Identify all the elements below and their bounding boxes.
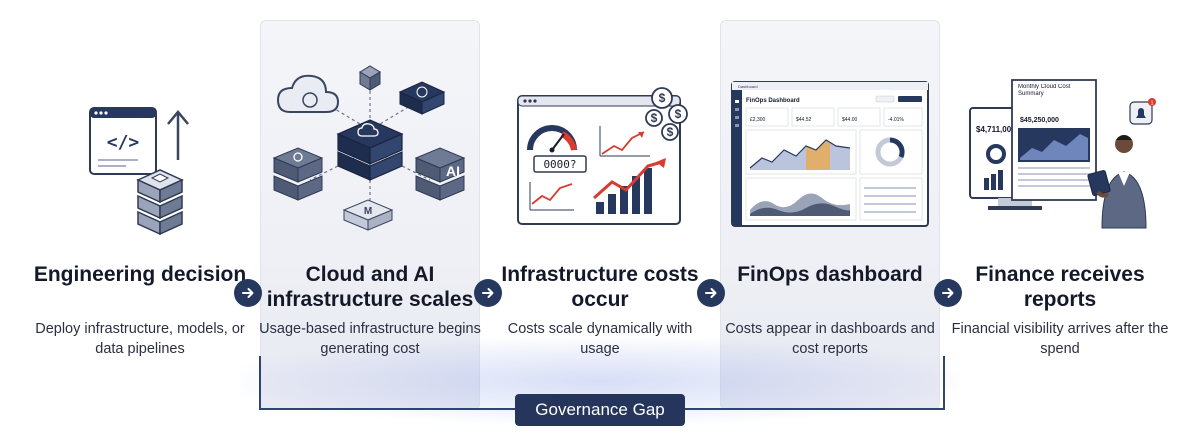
step-title: Finance receives reports [940, 262, 1180, 312]
svg-text:AI: AI [446, 163, 460, 179]
svg-text:0000?: 0000? [543, 158, 576, 171]
wave-chart-panel [746, 178, 856, 220]
cloud-icon [278, 76, 338, 112]
svg-text:1: 1 [1150, 101, 1153, 107]
central-cloud-server-icon [338, 120, 402, 180]
gear-server-icon [274, 148, 322, 200]
svg-text:$45,250,000: $45,250,000 [1020, 117, 1059, 124]
svg-text:-4.01%: -4.01% [888, 117, 904, 123]
svg-text:$4,711,000: $4,711,000 [976, 125, 1016, 134]
ai-chip-icon: AI [416, 148, 464, 200]
governance-gap-label: Governance Gap [515, 394, 685, 426]
step-finance-reports: $4,711,000 Monthly Cloud Cost Summary $4… [940, 0, 1180, 433]
list-panel [860, 178, 922, 220]
donut-chart-panel [860, 130, 922, 174]
step-description: Financial visibility arrives after the s… [940, 319, 1180, 359]
svg-text:$: $ [651, 111, 658, 125]
step-title: FinOps dashboard [710, 262, 950, 287]
step-engineering-decision: </> Engineering decision Deploy infrastr… [20, 0, 260, 433]
finops-dashboard-illustration: Dashboard FinOps Dashboard £2,300 $44.52… [710, 50, 950, 250]
svg-text:FinOps Dashboard: FinOps Dashboard [746, 98, 800, 104]
bell-notification-icon: 1 [1130, 98, 1156, 124]
step-description: Costs appear in dashboards and cost repo… [710, 319, 950, 359]
svg-text:$: $ [659, 91, 666, 105]
svg-text:$: $ [667, 125, 674, 139]
step-title: Engineering decision [20, 262, 260, 287]
step-description: Deploy infrastructure, models, or data p… [20, 319, 260, 359]
report-document: Monthly Cloud Cost Summary $45,250,000 [1012, 80, 1096, 200]
cloud-infrastructure-illustration: AI M [250, 50, 490, 250]
finance-report-illustration: $4,711,000 Monthly Cloud Cost Summary $4… [940, 50, 1180, 250]
code-window-icon: </> [90, 108, 156, 174]
svg-text:Dashboard: Dashboard [738, 84, 758, 89]
svg-text:M: M [364, 206, 372, 217]
step-description: Usage-based infrastructure begins genera… [250, 319, 490, 359]
cost-metrics-illustration: 0000? $ $ $ $ [480, 50, 720, 250]
area-chart-panel [746, 130, 856, 174]
upload-arrow-icon [168, 112, 188, 160]
code-deploy-illustration: </> [20, 50, 260, 250]
memory-block-icon: M [344, 200, 392, 230]
step-title: Infrastructure costs occur [480, 262, 720, 312]
svg-text:$: $ [675, 107, 682, 121]
meter-counter: 0000? [534, 156, 586, 172]
svg-text:$44.00: $44.00 [842, 117, 858, 123]
kpi-cards: £2,300 $44.52 $44.00 -4.01% [746, 108, 922, 126]
step-title: Cloud and AI infrastructure scales [250, 262, 490, 312]
small-cube-icon [360, 66, 380, 90]
svg-text:</>: </> [107, 132, 140, 153]
server-stack-icon [138, 170, 182, 234]
network-chip-icon [400, 82, 444, 114]
svg-text:$44.52: $44.52 [796, 117, 812, 123]
svg-text:£2,300: £2,300 [750, 117, 766, 123]
step-description: Costs scale dynamically with usage [480, 319, 720, 359]
